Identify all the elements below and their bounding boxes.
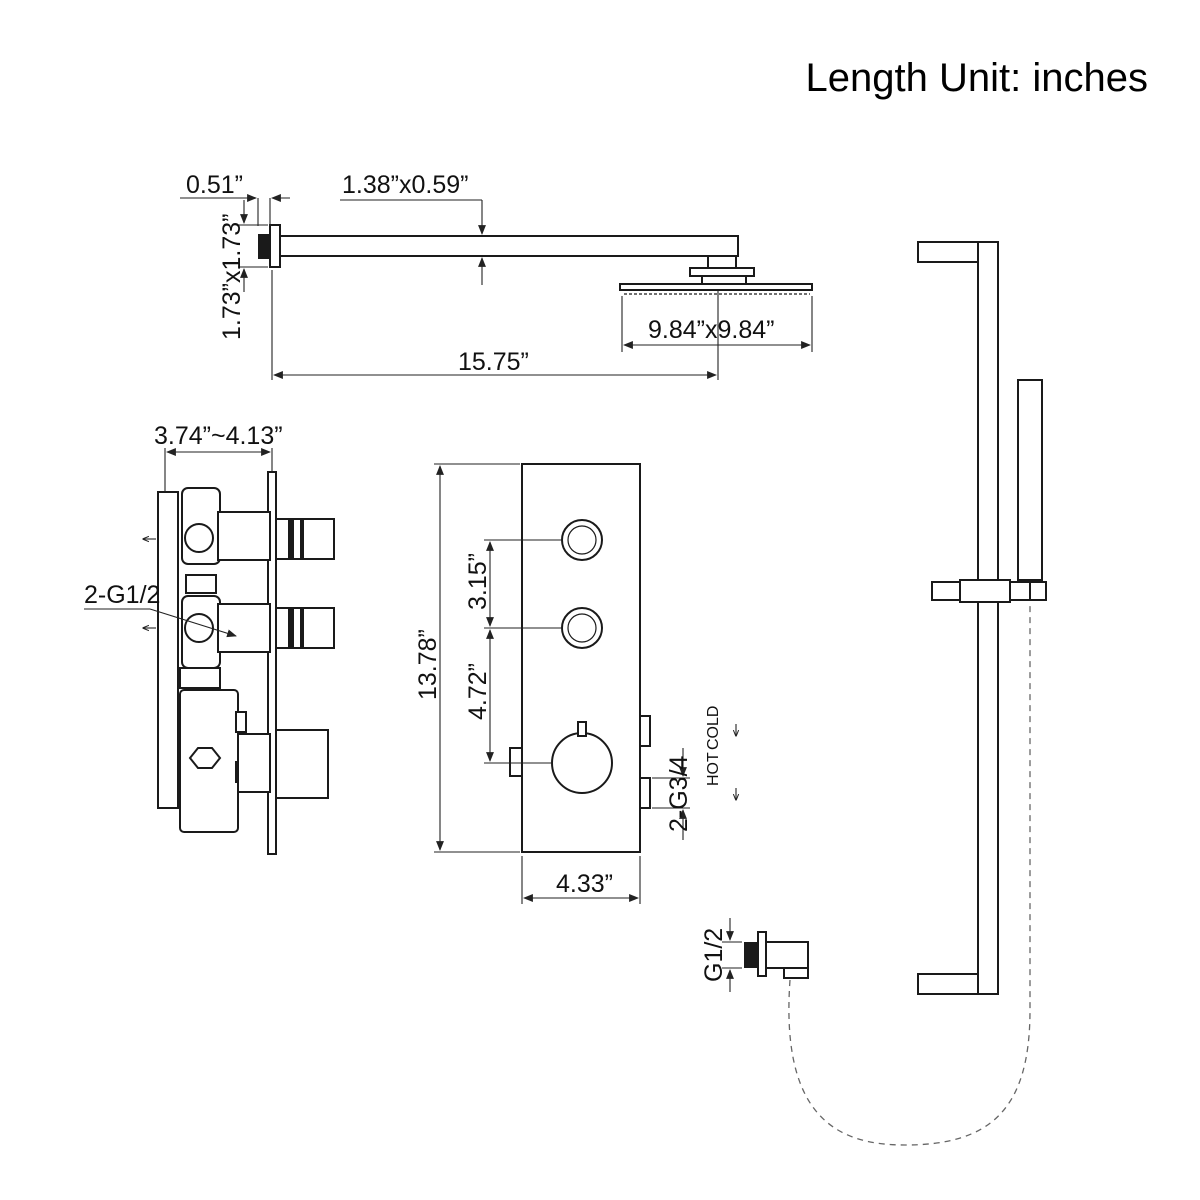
head-size-label: 9.84”x9.84”	[648, 316, 774, 344]
wall-elbow	[744, 931, 809, 979]
shower-arm-dimension-lines	[180, 194, 813, 380]
valve-depth-label: 3.74”~4.13”	[154, 422, 283, 450]
elbow-thread-label: G1/2	[700, 928, 728, 982]
elbow-dimension-lines	[722, 918, 742, 992]
outlet-thread-label: 2-G1/2	[84, 581, 160, 609]
panel-width-label: 4.33”	[556, 870, 613, 898]
arm-depth-label: 0.51”	[186, 171, 243, 199]
panel-height-label: 13.78”	[414, 629, 442, 700]
hot-label: HOT	[705, 752, 722, 786]
arm-section-label: 1.38”x0.59”	[342, 171, 468, 199]
slide-bar-assembly	[917, 241, 1047, 995]
valve-trim-plate	[509, 463, 651, 853]
button-spacing-label: 3.15”	[464, 553, 492, 610]
unit-title: Length Unit: inches	[806, 56, 1148, 100]
valve-side-dimension-lines	[84, 448, 273, 638]
cold-label: COLD	[705, 706, 722, 750]
flange-size-label: 1.73”x1.73”	[218, 214, 246, 340]
button-to-handle-label: 4.72”	[464, 663, 492, 720]
shower-arm-drawing	[258, 224, 813, 295]
arm-length-label: 15.75”	[458, 348, 529, 376]
shower-hose	[788, 605, 1031, 1146]
inlet-thread-label: 2-G3/4	[665, 755, 693, 832]
valve-trim-dimension-lines	[434, 463, 736, 904]
valve-side-view	[157, 471, 335, 855]
